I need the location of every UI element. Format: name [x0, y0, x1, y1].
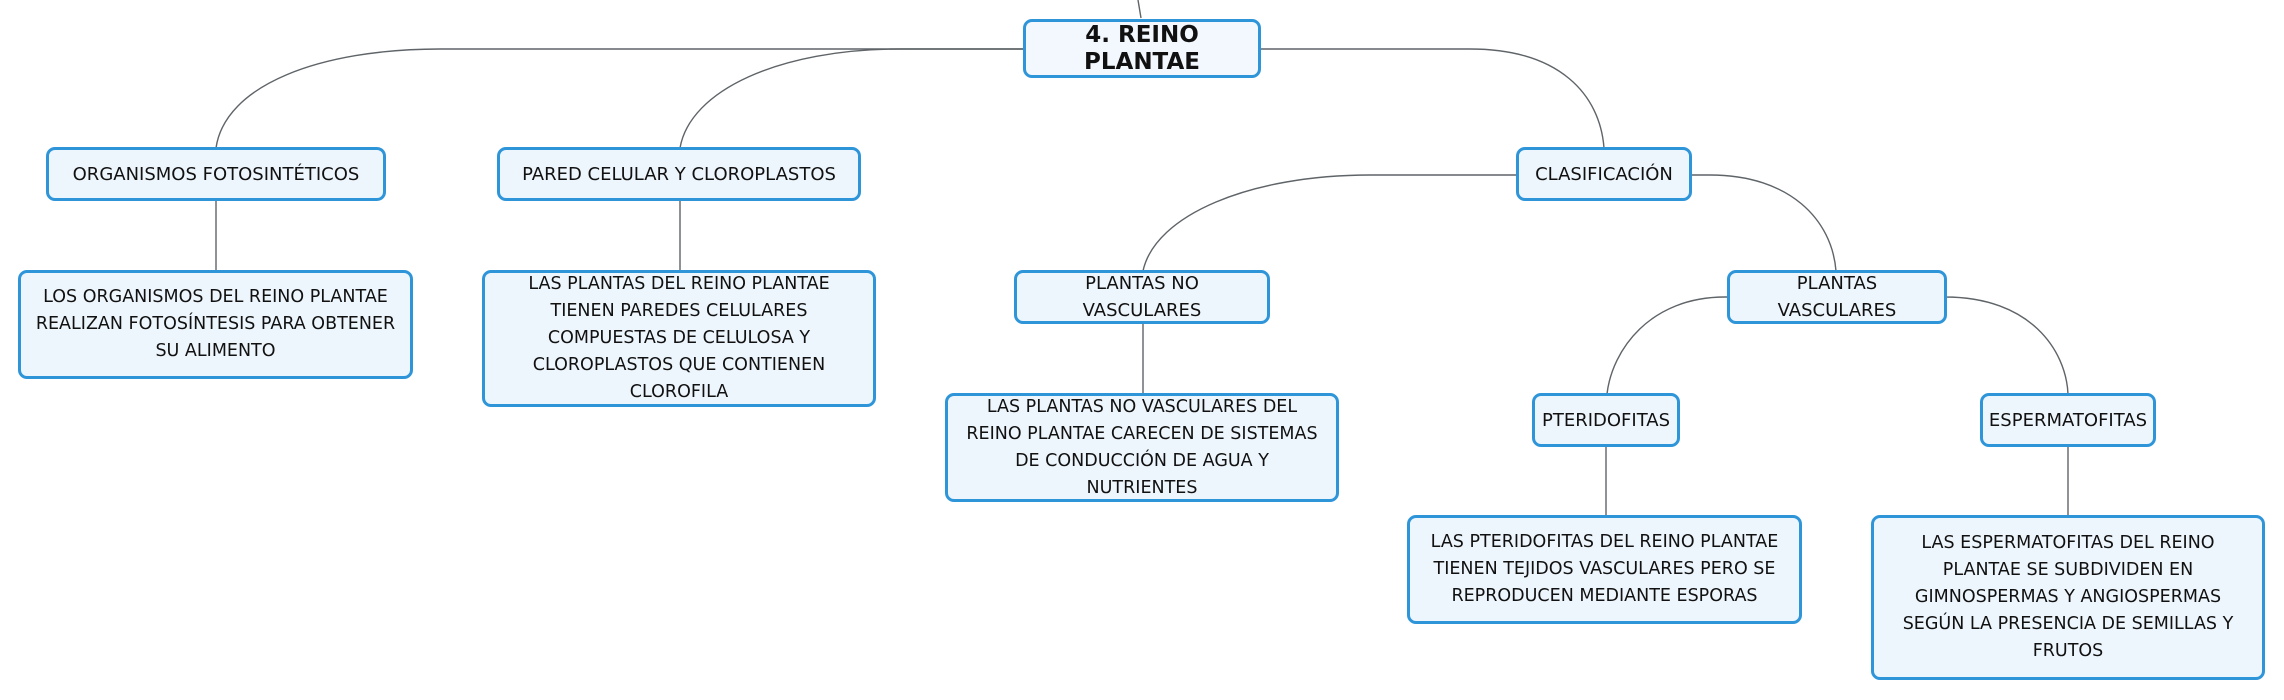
node-plantas-no-vasculares[interactable]: PLANTAS NO VASCULARES: [1014, 270, 1270, 324]
node-organismos-fotosinteticos-detail[interactable]: LOS ORGANISMOS DEL REINO PLANTAE REALIZA…: [18, 270, 413, 379]
connector-vasculares-to-espermatofitas: [1944, 296, 2069, 395]
connector-root-to-pared: [679, 48, 1024, 149]
connector-clasificacion-to-vasculares: [1692, 174, 1837, 272]
node-pared-celular-label: PARED CELULAR Y CLOROPLASTOS: [522, 163, 836, 185]
node-organismos-fotosinteticos[interactable]: ORGANISMOS FOTOSINTÉTICOS: [46, 147, 386, 201]
node-pared-celular[interactable]: PARED CELULAR Y CLOROPLASTOS: [497, 147, 861, 201]
node-espermatofitas-label: ESPERMATOFITAS: [1988, 409, 2148, 431]
node-plantas-vasculares-label: PLANTAS VASCULARES: [1777, 273, 1897, 321]
node-espermatofitas-detail-text: LAS ESPERMATOFITAS DEL REINO PLANTAE SE …: [1902, 533, 2234, 661]
node-plantas-vasculares[interactable]: PLANTAS VASCULARES: [1727, 270, 1947, 324]
node-plantas-no-vasculares-detail-text: LAS PLANTAS NO VASCULARES DEL REINO PLAN…: [966, 396, 1318, 498]
node-clasificacion[interactable]: CLASIFICACIÓN: [1516, 147, 1692, 201]
node-pteridofitas[interactable]: PTERIDOFITAS: [1532, 393, 1680, 447]
root-node-reino-plantae[interactable]: 4. REINO PLANTAE: [1023, 19, 1261, 78]
node-espermatofitas[interactable]: ESPERMATOFITAS: [1980, 393, 2156, 447]
node-plantas-no-vasculares-detail[interactable]: LAS PLANTAS NO VASCULARES DEL REINO PLAN…: [945, 393, 1339, 502]
connector-clasificacion-to-no-vasculares: [1142, 174, 1516, 272]
node-plantas-no-vasculares-label: PLANTAS NO VASCULARES: [1082, 273, 1202, 321]
connector-root-to-clasificacion: [1260, 48, 1605, 149]
node-organismos-fotosinteticos-label: ORGANISMOS FOTOSINTÉTICOS: [72, 163, 360, 185]
node-espermatofitas-detail[interactable]: LAS ESPERMATOFITAS DEL REINO PLANTAE SE …: [1871, 515, 2265, 680]
node-pteridofitas-detail[interactable]: LAS PTERIDOFITAS DEL REINO PLANTAE TIENE…: [1407, 515, 1802, 624]
node-pared-celular-detail-text: LAS PLANTAS DEL REINO PLANTAE TIENEN PAR…: [528, 274, 830, 402]
node-pteridofitas-label: PTERIDOFITAS: [1541, 409, 1671, 431]
node-organismos-fotosinteticos-detail-text: LOS ORGANISMOS DEL REINO PLANTAE REALIZA…: [35, 287, 396, 361]
node-pteridofitas-detail-text: LAS PTERIDOFITAS DEL REINO PLANTAE TIENE…: [1430, 532, 1779, 606]
connector-root-to-fotosinteticos: [215, 48, 1024, 149]
node-pared-celular-detail[interactable]: LAS PLANTAS DEL REINO PLANTAE TIENEN PAR…: [482, 270, 876, 407]
connector-top-stub: [1137, 0, 1142, 19]
root-node-label: 4. REINO PLANTAE: [1084, 21, 1200, 75]
connector-vasculares-to-pteridofitas: [1606, 296, 1728, 395]
node-clasificacion-label: CLASIFICACIÓN: [1535, 163, 1673, 185]
